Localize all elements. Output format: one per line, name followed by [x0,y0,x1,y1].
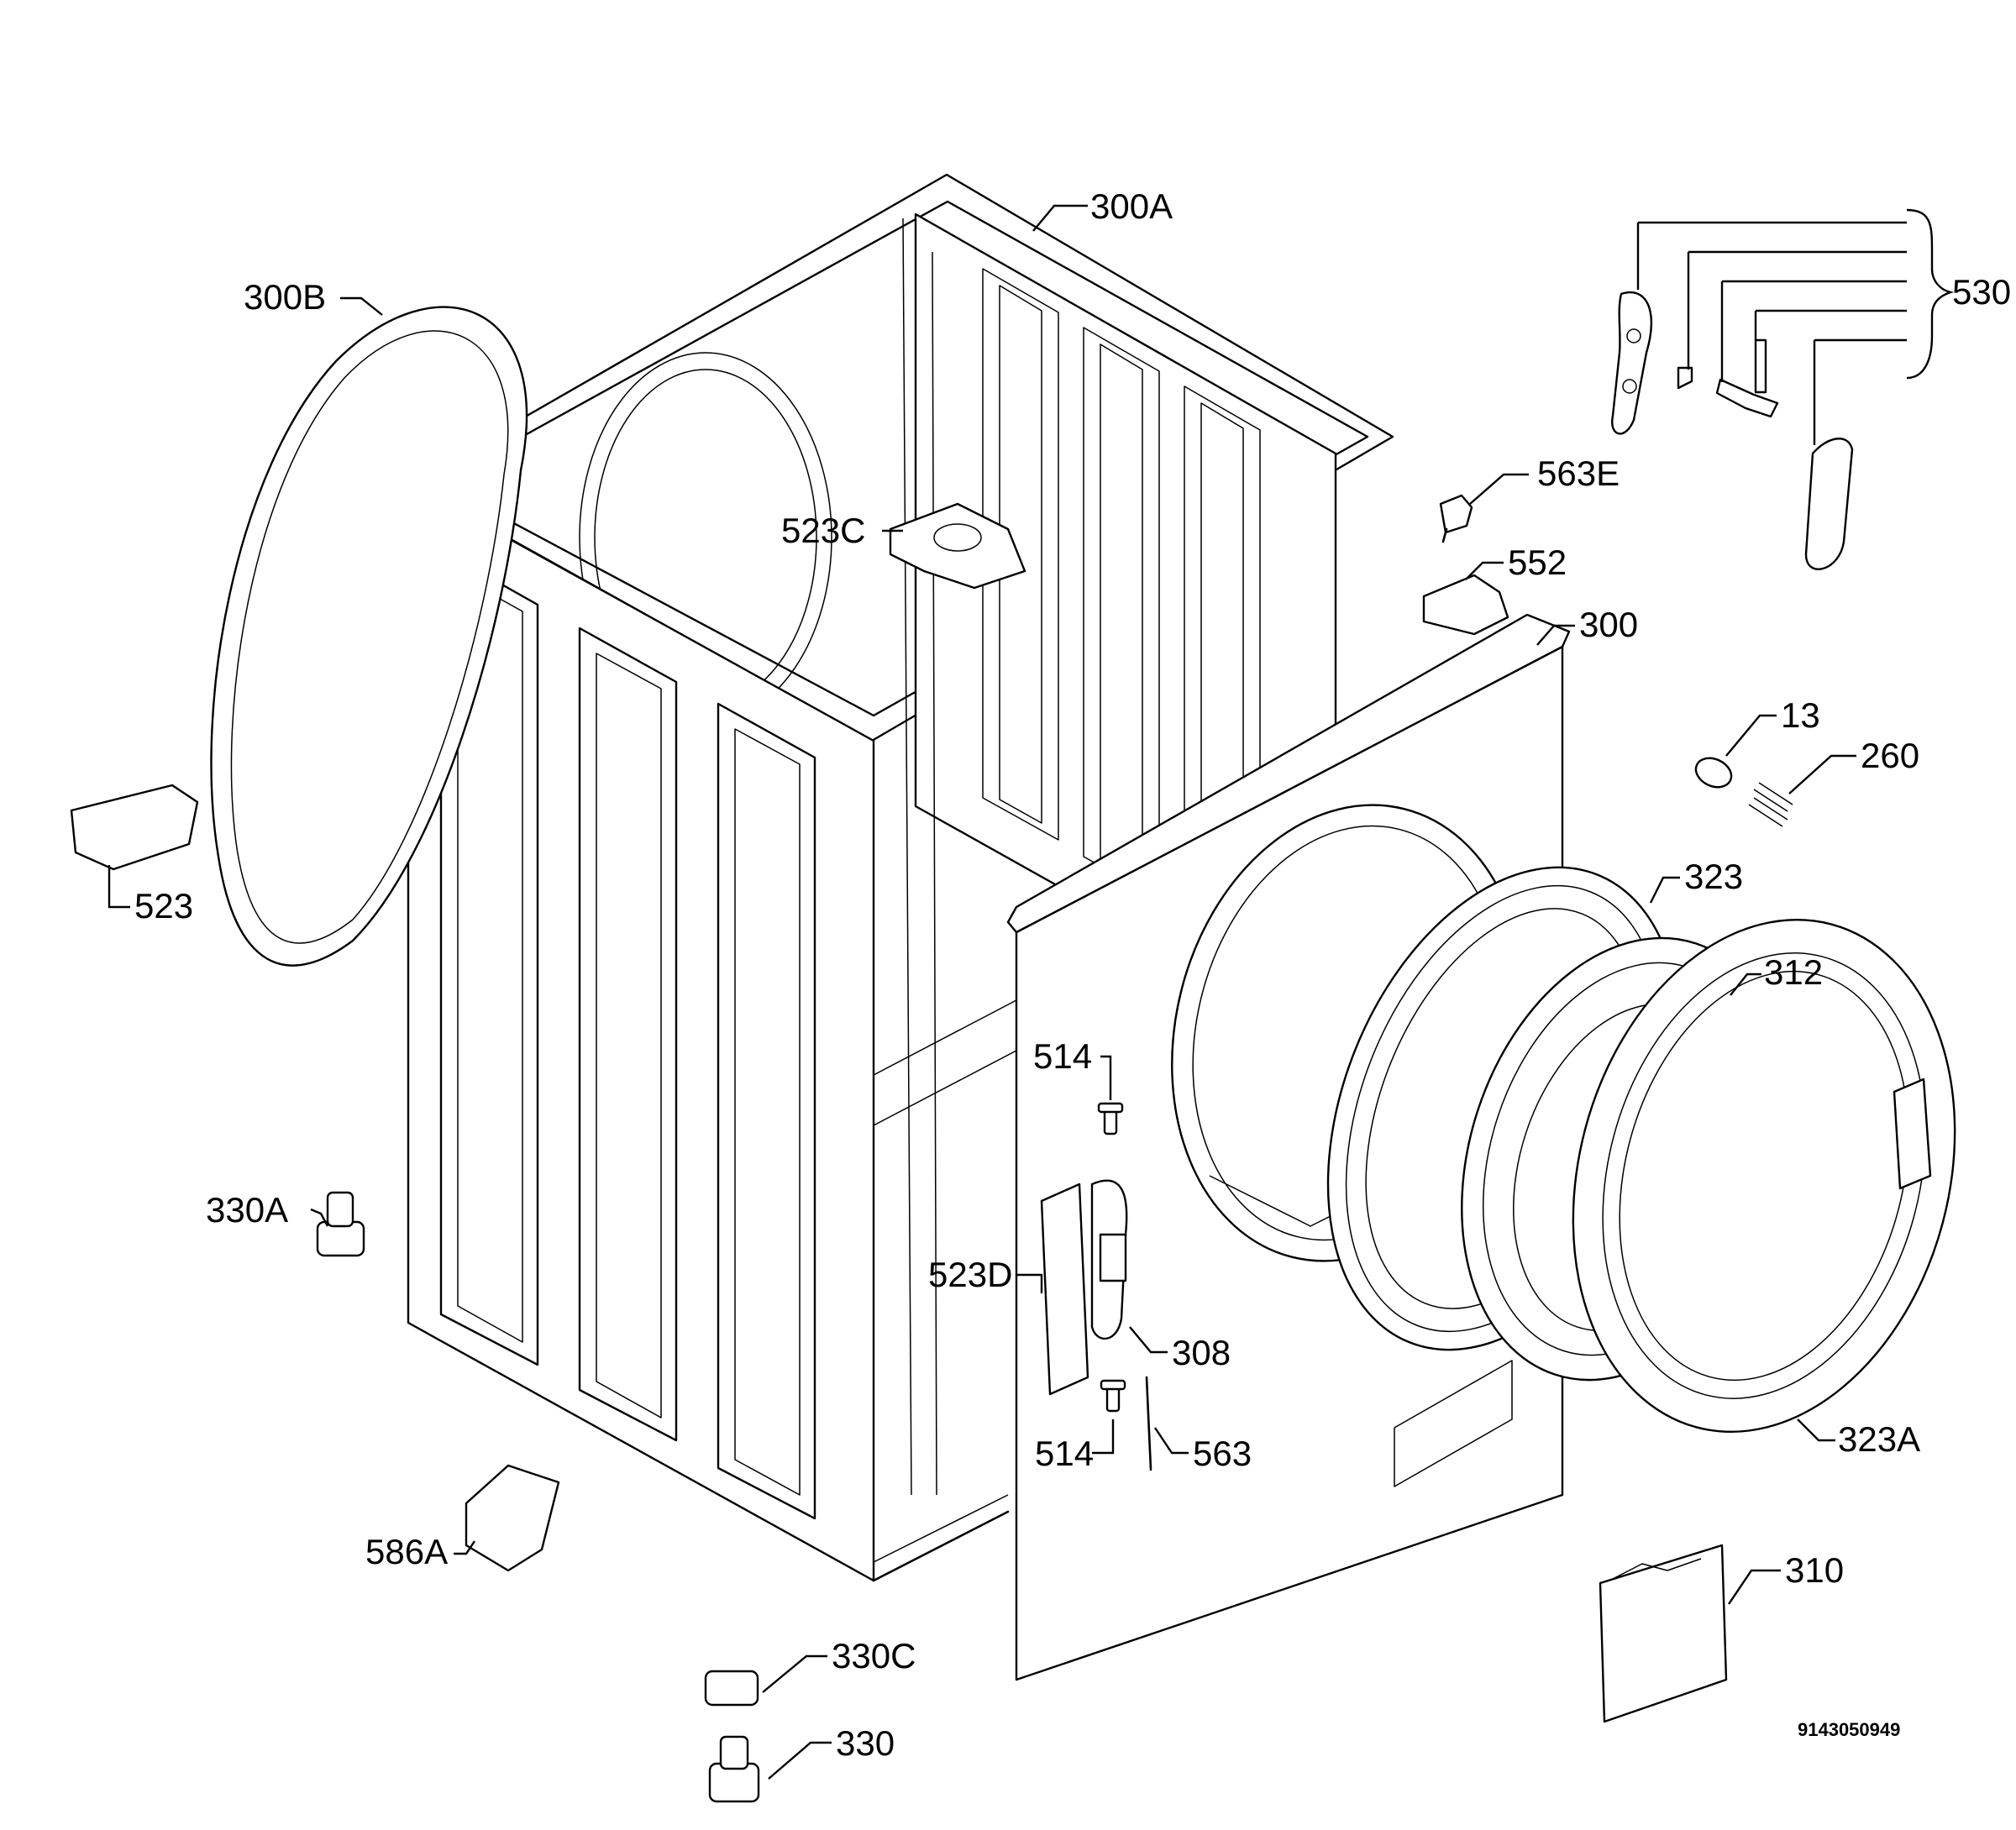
label-13: 13 [1781,695,1820,735]
label-330: 330 [836,1723,895,1763]
label-310: 310 [1785,1550,1844,1590]
label-323A: 323A [1838,1419,1920,1459]
label-523: 523 [134,886,193,925]
part-523 [70,784,199,871]
label-523C: 523C [781,511,865,550]
flap-310 [1599,1544,1728,1723]
part-13 [1694,757,1733,789]
side-panel-ribs [439,548,816,1520]
label-300B: 300B [244,277,326,317]
part-563E [1439,494,1473,543]
label-563: 563 [1193,1434,1252,1473]
screw-514-bottom [1100,1379,1126,1413]
label-563E: 563E [1537,454,1620,493]
label-330C: 330C [832,1636,916,1675]
foot-330C [704,1670,759,1707]
door-ring-323A [1572,918,1956,1434]
ring-300B [210,306,528,967]
document-number: 9143050949 [1798,1719,1900,1740]
label-552: 552 [1508,543,1567,582]
label-523D: 523D [928,1255,1012,1294]
hinge-308 [1090,1179,1128,1340]
spring-260 [1748,782,1793,827]
label-312: 312 [1764,952,1823,992]
screw-514-top [1097,1102,1124,1135]
label-514-bottom: 514 [1035,1434,1094,1473]
label-300A: 300A [1090,186,1173,226]
label-586A: 586A [365,1532,448,1571]
leader-lines [108,204,1955,1780]
label-308: 308 [1172,1333,1231,1372]
part-523C [889,502,1026,590]
part-552 [1422,574,1509,636]
label-514-top: 514 [1033,1036,1092,1076]
hinge-plate-523D [1040,1182,1089,1396]
foot-330A [316,1191,365,1257]
rod-563 [1145,1376,1152,1471]
callout-labels: 300A 300B 530 563E 523C 552 300 13 260 5… [134,186,2011,1763]
label-323: 323 [1684,857,1743,896]
label-260: 260 [1861,736,1919,775]
foot-330 [708,1735,760,1803]
label-330A: 330A [206,1190,288,1230]
handle-set-530 [1611,291,1854,570]
label-530: 530 [1952,272,2011,312]
part-586A [465,1464,560,1572]
label-300: 300 [1579,605,1638,644]
